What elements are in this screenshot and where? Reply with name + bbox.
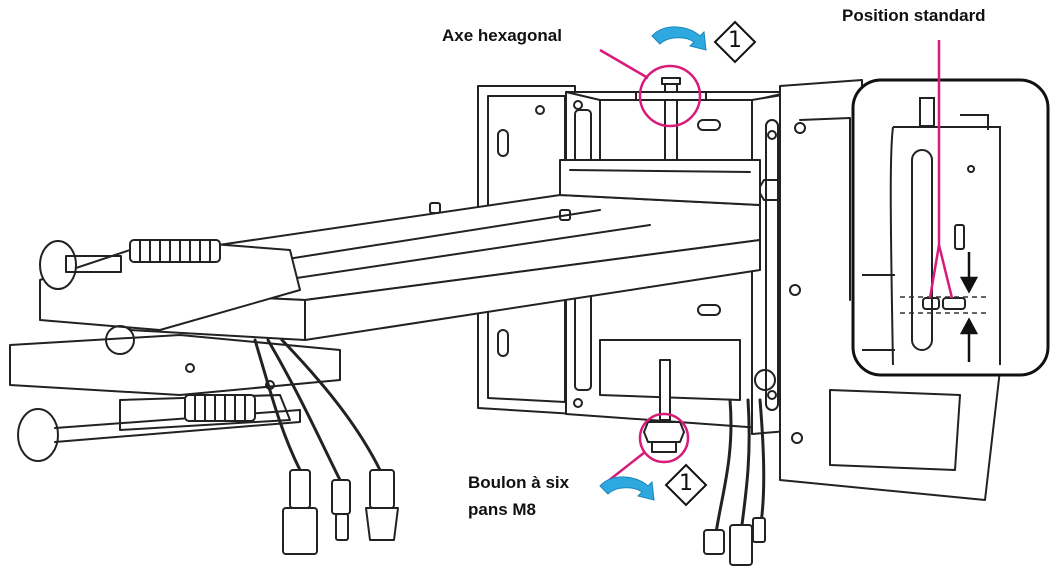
connectors (282, 469, 766, 566)
hex-axis-label: Axe hexagonal (442, 26, 562, 45)
hex-bolt-callout-circle (638, 412, 690, 464)
step-number-top: 1 (728, 28, 742, 53)
hex-bolt-label-line2: pans M8 (468, 500, 537, 519)
hex-axis-leader-line (599, 48, 649, 80)
hex-bolt-label-line1: Boulon à six (468, 473, 570, 492)
rotation-arrow-icon (651, 26, 707, 51)
cables (253, 338, 766, 542)
step-number-bottom: 1 (679, 471, 693, 496)
step-diamond-icon (664, 463, 708, 507)
step-diamond-icon (713, 20, 757, 64)
detail-inset (851, 40, 1050, 377)
step-markers (664, 20, 757, 507)
rotation-arrows (599, 26, 707, 501)
hex-axis-callout-circle (638, 64, 702, 128)
rotation-arrow-icon (599, 476, 655, 501)
hex-bolt (643, 359, 685, 453)
standard-position-label: Position standard (842, 6, 986, 25)
